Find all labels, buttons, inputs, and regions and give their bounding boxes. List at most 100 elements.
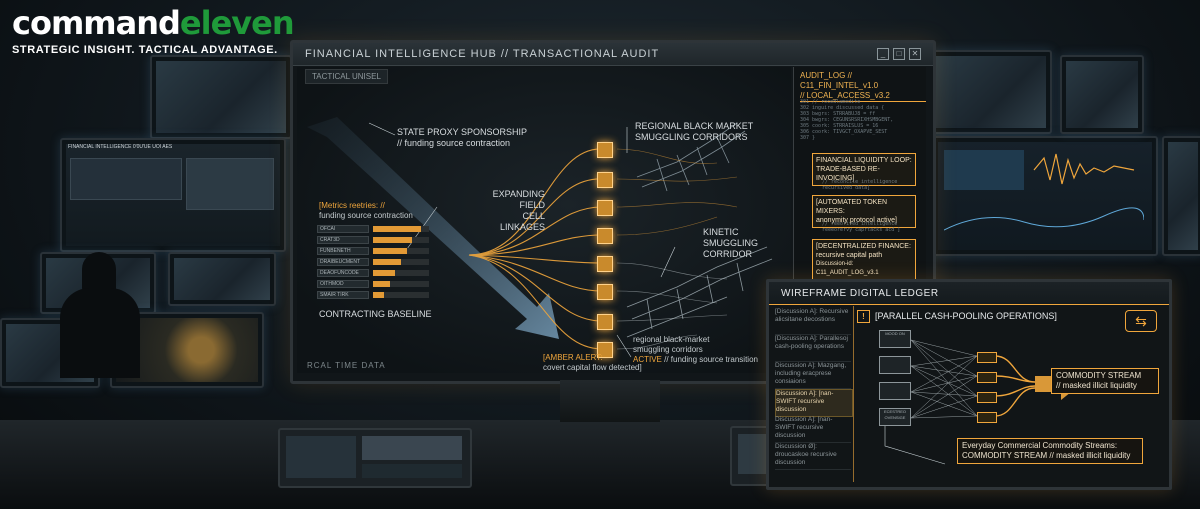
network-visualization: TACTICAL UNISEL [297,67,791,373]
discussion-item[interactable]: [Discussion A]: Parallesoj cash-pooling … [775,335,851,362]
source-node[interactable] [879,356,911,374]
brand-logo: commandeleven [12,4,295,42]
tab-tactical[interactable]: TACTICAL UNISEL [305,69,388,84]
metric-row: CRAT3D [317,236,429,244]
metric-name: SMAIR TIRK [317,291,369,299]
metric-bar [373,281,390,287]
audit-box-token-mixers[interactable]: [AUTOMATED TOKEN MIXERS: anonymity proto… [812,195,916,228]
cell-node[interactable] [597,284,613,300]
metric-bar [373,270,395,276]
ledger-title: WIREFRAME DIGITAL LEDGER [781,288,939,299]
label-contracting: CONTRACTING BASELINE [319,309,432,319]
metric-name: DEAOFUNCODE [317,269,369,277]
brand-name-command: command [12,4,181,42]
wall-monitor-chart [186,158,274,210]
brand-tagline: STRATEGIC INSIGHT. TACTICAL ADVANTAGE. [12,44,278,56]
audit-note-2: // reeorived intelligence reeeorervy cap… [822,221,901,233]
discussion-item-selected[interactable]: Discussion A]: [nan-SWIFT recursive disc… [775,389,853,417]
cycle-icon[interactable]: ⇆ [1125,310,1157,332]
operator-body [60,288,140,378]
source-node[interactable]: ECESTREO OVENSIGE [879,408,911,426]
audit-log-header: AUDIT_LOG // C11_FIN_INTEL_v1.0 // LOCAL… [800,71,926,102]
cell-node[interactable] [597,228,613,244]
cell-node[interactable] [597,172,613,188]
commodity-stream-box[interactable]: COMMODITY STREAM // masked illicit liqui… [1051,368,1159,394]
metric-track [373,292,429,298]
cell-node[interactable] [597,256,613,272]
white-outflow-lines [616,262,728,350]
metric-bar [373,237,412,243]
wall-monitor-small-right [1060,55,1144,134]
audit-box-defi[interactable]: [DECENTRALIZED FINANCE: recursive capita… [812,239,916,281]
wall-monitor-map-right [930,50,1052,134]
everyday-streams-box[interactable]: Everyday Commercial Commodity Streams: C… [957,438,1143,464]
metric-name: OITHMOD [317,280,369,288]
wall-monitor-table [70,158,182,200]
wireframe-corridor-bottom [626,246,773,338]
alert-icon: ! [857,310,870,323]
discussion-item[interactable]: [Discussion A]: Recursive alicsitane dec… [775,308,851,335]
metric-track [373,270,429,276]
wall-monitor-edge [1162,136,1200,256]
metric-bar [373,226,421,232]
discussion-list: [Discussion A]: Recursive alicsitane dec… [775,308,853,480]
source-node[interactable]: MOOD ON [879,330,911,348]
label-state-proxy: STATE PROXY SPONSORSHIP // funding sourc… [397,127,528,148]
discussion-item[interactable]: Discussion Ø]: droucaskoe recursive disc… [775,443,851,470]
metric-bar [373,259,401,265]
label-amber-alert: [AMBER ALERT: covert capital flow detect… [543,353,642,372]
minimize-button[interactable]: _ [877,48,889,60]
wall-monitor-waveform [944,150,1144,231]
operator-silhouette [82,252,116,292]
discussion-item[interactable]: Discussion A]: [nan-SWIFT recursive disc… [775,416,851,443]
source-node[interactable] [879,382,911,400]
parallel-label: [PARALLEL CASH-POOLING OPERATIONS] [875,311,1057,321]
metric-row: SMAIR TIRK [317,291,429,299]
metric-bar [373,292,384,298]
maximize-button[interactable]: □ [893,48,905,60]
ledger-node[interactable] [977,352,997,363]
ledger-node[interactable] [977,372,997,383]
ledger-divider [853,306,854,482]
ledger-node[interactable] [977,412,997,423]
label-kinetic: KINETIC SMUGGLING CORRIDOR [703,227,759,259]
amber-linkage-lines [468,148,603,350]
metrics-panel: OFCAI CRAT3D FUNBENETH DRAIBEUCMENT DEAOFUNC… [317,225,429,321]
metric-row: DEAOFUNCODE [317,269,429,277]
metric-bar [373,248,407,254]
footer-realtime: RCAL TIME DATA [307,361,386,370]
label-metrics: [Metrics reetries: // funding source con… [319,201,413,220]
metric-row: FUNBENETH [317,247,429,255]
wall-monitor-data [168,252,276,306]
metric-row: DRAIBEUCMENT [317,258,429,266]
audit-box-liquidity[interactable]: FINANCIAL LIQUIDITY LOOP: TRADE-BASED RE… [812,153,916,186]
discussion-item[interactable]: Discussion A]: Mazgang, including eracpr… [775,362,851,389]
wireframe-corridor-top [636,122,746,192]
ledger-window: WIREFRAME DIGITAL LEDGER [Discussion A]:… [766,279,1172,490]
main-window-title: FINANCIAL INTELLIGENCE HUB // TRANSACTIO… [305,48,660,60]
label-regional: regional black-market smuggling corridor… [633,335,758,364]
audit-note-1: // reconcile intelligence recursived dat… [822,179,898,191]
metric-track [373,281,429,287]
ledger-header: WIREFRAME DIGITAL LEDGER [769,282,1169,305]
label-expanding: EXPANDING FIELD CELL LINKAGES [492,189,545,232]
wall-monitor-graphs [932,136,1158,256]
label-black-market: REGIONAL BLACK MARKET SMUGGLING CORRIDOR… [635,121,754,142]
cell-node[interactable] [597,314,613,330]
wall-monitor-title: FINANCIAL INTELLIGENCE 0'0U'UE UOI AES [68,144,173,150]
wall-monitor-financial: FINANCIAL INTELLIGENCE 0'0U'UE UOI AES [60,138,286,252]
metric-name: OFCAI [317,225,369,233]
brand-name-eleven: eleven [179,4,295,42]
decline-arrow [307,117,559,339]
desk-control-panel-left [278,428,472,488]
cell-node[interactable] [597,142,613,158]
main-window-titlebar: FINANCIAL INTELLIGENCE HUB // TRANSACTIO… [293,43,933,66]
metric-track [373,259,429,265]
audit-code-block: 301 // rocedlamedite 302 inguire discuss… [800,99,894,141]
metric-row: OFCAI [317,225,429,233]
close-button[interactable]: ✕ [909,48,921,60]
cell-node[interactable] [597,200,613,216]
ledger-node[interactable] [977,392,997,403]
cell-node[interactable] [597,342,613,358]
network-graph [307,117,773,358]
